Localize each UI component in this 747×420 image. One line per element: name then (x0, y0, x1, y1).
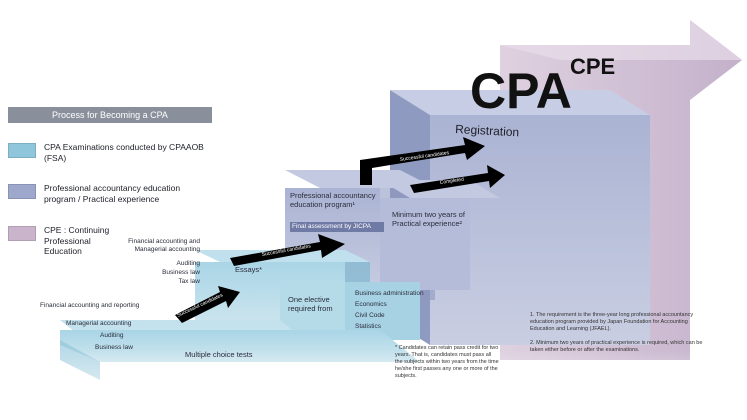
legend-label-cpe: CPE : Continuing Professional Education (44, 225, 110, 256)
footnote-1: 1. The requirement is the three-year lon… (530, 312, 694, 332)
footnote-2: 2. Minimum two years of practical experi… (530, 340, 703, 353)
elective-civil-code: Civil Code (355, 312, 385, 319)
arrow-essays-to-program (230, 234, 345, 266)
arrow-mc-to-essays (175, 286, 240, 323)
legend-label-professional: Professional accountancy education progr… (44, 183, 181, 204)
legend-item-cpa-exam: CPA Examinations conducted by CPAAOB (FS… (8, 142, 204, 163)
essay-subject-tax-law: Tax law (178, 278, 200, 285)
elective-label: One elective required from (288, 295, 333, 313)
essay-subject-financial: Financial accounting and Managerial acco… (128, 238, 200, 253)
elective-block (280, 280, 420, 340)
cpe-headline: CPE (570, 54, 615, 79)
mc-subject-managerial: Managerial accounting (66, 320, 132, 327)
legend-item-professional: Professional accountancy education progr… (8, 183, 204, 204)
multiple-choice-label: Multiple choice tests (185, 350, 253, 359)
professional-program-label: Professional accountancy education progr… (290, 191, 376, 209)
arrow-completed (410, 165, 505, 193)
practical-experience-block (380, 180, 500, 290)
registration-label: Registration (455, 122, 520, 139)
essay-subject-auditing: Auditing (176, 260, 201, 267)
legend-swatch-professional (8, 184, 36, 199)
essay-subject-business-law: Business law (162, 269, 200, 276)
arrow-label-completed: Completed (439, 177, 464, 186)
elective-economics: Economics (355, 301, 387, 308)
legend-label-cpa-exam: CPA Examinations conducted by CPAAOB (FS… (44, 142, 204, 163)
legend-title: Process for Becoming a CPA (8, 107, 212, 123)
practical-experience-label: Minimum two years of Practical experienc… (392, 210, 465, 228)
mc-subject-business-law: Business law (95, 344, 133, 351)
cpa-headline: CPA (470, 63, 572, 119)
legend-swatch-cpe (8, 226, 36, 241)
legend-item-cpe: CPE : Continuing Professional Education (8, 225, 114, 257)
arrow-program-to-registration (360, 137, 485, 185)
mc-subject-auditing: Auditing (100, 332, 124, 339)
elective-business-administration: Business administration (355, 290, 424, 297)
final-assessment-label: Final assessment by JICPA (290, 222, 384, 232)
essays-label: Essays* (235, 265, 263, 274)
elective-statistics: Statistics (355, 323, 382, 330)
legend-swatch-cpa-exam (8, 143, 36, 158)
mc-subject-financial: Financial accounting and reporting (40, 302, 140, 309)
essay-note: * Candidates can retain pass credit for … (395, 345, 499, 379)
